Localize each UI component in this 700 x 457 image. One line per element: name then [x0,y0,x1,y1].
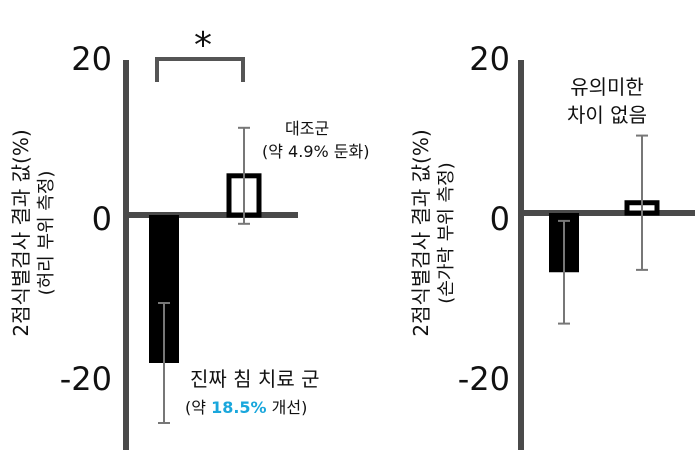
tick-label-minus-20: -20 [60,360,112,398]
tick-label-minus-20-right: -20 [458,360,510,398]
y-axis-label-right: 2점식별검사 결과 값(%) [409,129,433,336]
tick-label-0-right: 0 [490,200,510,238]
no-significance-line2: 차이 없음 [567,103,647,127]
acupuncture-label: 진짜 침 치료 군 [190,367,319,391]
tick-label-20-right: 20 [469,40,510,78]
no-significance-line1: 유의미한 [570,75,644,99]
control-change-label: (약 4.9% 둔화) [262,142,369,161]
y-axis-sublabel-left: (허리 부위 측정) [36,171,57,296]
acupuncture-change-prefix: (약 [185,398,211,417]
acupuncture-change-label: (약 18.5% 개선) [185,398,307,417]
acupuncture-change-suffix: 개선) [267,398,308,417]
tick-label-20: 20 [71,40,112,78]
y-axis-label-left: 2점식별검사 결과 값(%) [9,129,33,336]
panel-right: 2점식별검사 결과 값(%) (손가락 부위 측정) 20 0 -20 유의미한… [409,40,695,450]
significance-star: * [194,25,212,66]
control-label: 대조군 [285,119,329,138]
significance-bracket [155,57,245,82]
panel-left: 2점식별검사 결과 값(%) (허리 부위 측정) 20 0 -20 * 대조군… [9,25,369,450]
y-axis-sublabel-right: (손가락 부위 측정) [436,162,457,303]
acupuncture-change-value: 18.5% [211,398,267,417]
tick-label-0: 0 [92,200,112,238]
